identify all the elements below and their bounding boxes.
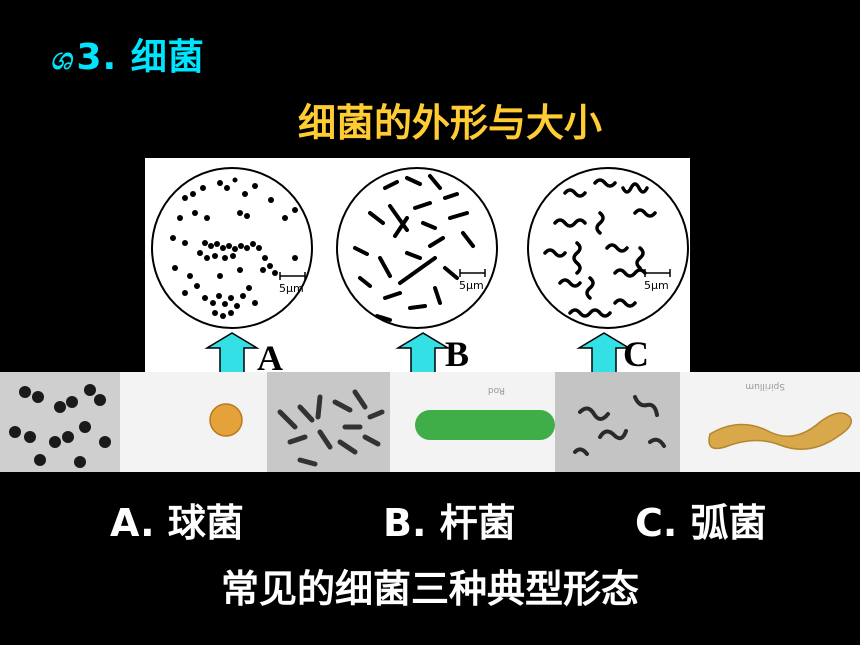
bacteria-photo-strip: Rod Spirillum (0, 372, 860, 472)
caption-vibrio: C. 弧菌 (635, 501, 767, 545)
scale-label-b: 5μm (459, 279, 484, 292)
bullet-icon: ශ (50, 42, 73, 77)
rod-caption: Rod (488, 385, 505, 395)
heading-text: 3. 细菌 (76, 37, 205, 78)
label-b: B (445, 334, 469, 373)
bacteria-diagram: 5μm 5μm (145, 158, 690, 373)
circle-c-spirilla: 5μm (527, 167, 689, 329)
arrow-a (204, 332, 260, 373)
caption-cocci: A. 球菌 (110, 501, 244, 545)
scale-label-a: 5μm (279, 282, 304, 295)
label-a: A (257, 338, 283, 373)
label-c: C (623, 334, 649, 373)
photo-rod-micrograph (267, 372, 390, 472)
photo-spirillum-illustration: Spirillum (680, 372, 860, 472)
photo-coccus-illustration (120, 372, 267, 472)
caption-bacilli: B. 杆菌 (383, 501, 516, 545)
slide-subtitle: 细菌的外形与大小 (297, 101, 602, 145)
photo-rod-illustration: Rod (390, 372, 555, 472)
photo-cocci-micrograph (0, 372, 120, 472)
arrow-b (395, 332, 451, 373)
scale-label-c: 5μm (644, 279, 669, 292)
spirillum-caption: Spirillum (745, 381, 785, 391)
circle-b-bacilli: 5μm (336, 167, 498, 329)
circle-a-cocci: 5μm (151, 167, 313, 329)
photo-spirillum-micrograph (555, 372, 680, 472)
bottom-summary: 常见的细菌三种典型形态 (220, 567, 639, 611)
arrow-c (576, 332, 632, 373)
